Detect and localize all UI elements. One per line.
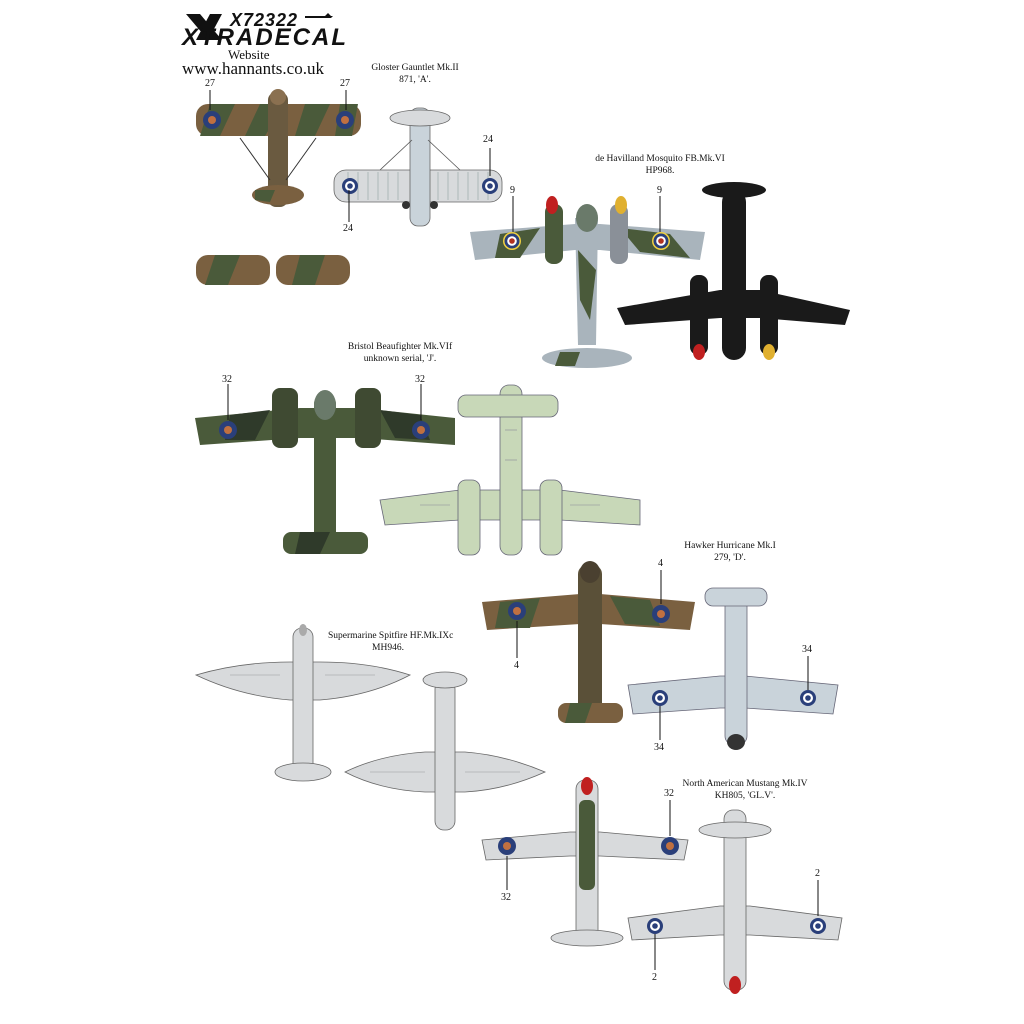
gauntlet-lower-wing-parts [196, 255, 350, 285]
marker-hurricane-4-bottom: 4 [514, 660, 519, 671]
marker-gauntlet-24-top: 24 [483, 134, 493, 145]
logo-plane-icon [305, 13, 333, 18]
caption-beaufighter-name: Bristol Beaufighter Mk.VIf [347, 342, 453, 352]
hurricane-under-view [627, 587, 839, 750]
marker-hurricane-4-top: 4 [658, 558, 663, 569]
caption-gauntlet: Gloster Gauntlet Mk.II 871, 'A'. [370, 62, 460, 86]
marker-mosquito-9-right: 9 [657, 185, 662, 196]
beaufighter-under-view [379, 384, 641, 556]
marker-mustang-2-bottom: 2 [652, 972, 657, 983]
caption-spitfire-name: Supermarine Spitfire HF.Mk.IXc [328, 631, 454, 641]
product-code: X72322 [230, 10, 299, 30]
marker-mosquito-9-left: 9 [510, 185, 515, 196]
caption-gauntlet-name: Gloster Gauntlet Mk.II [371, 63, 459, 73]
marker-gauntlet-27-left: 27 [205, 78, 215, 89]
mosquito-under-view [617, 182, 850, 360]
caption-beaufighter-detail: unknown serial, 'J'. [363, 354, 437, 364]
hurricane-top-view [482, 561, 695, 723]
caption-mustang-name: North American Mustang Mk.IV [682, 779, 808, 789]
marker-mustang-2-top: 2 [815, 868, 820, 879]
caption-hurricane: Hawker Hurricane Mk.I 279, 'D'. [680, 540, 780, 564]
brand-logo-text: XTRADECAL [182, 24, 348, 51]
gauntlet-under-view [333, 107, 503, 227]
spitfire-top-view [194, 624, 412, 782]
caption-beaufighter: Bristol Beaufighter Mk.VIf unknown seria… [340, 341, 460, 365]
caption-mosquito: de Havilland Mosquito FB.Mk.VI HP968. [590, 153, 730, 177]
caption-mosquito-detail: HP968. [645, 166, 675, 176]
marker-beaufighter-32-right: 32 [415, 374, 425, 385]
mosquito-top-view [470, 196, 705, 368]
beaufighter-top-view [195, 388, 455, 554]
spitfire-under-view [344, 671, 546, 831]
mustang-under-view [627, 809, 843, 994]
gauntlet-top-view [196, 89, 361, 207]
caption-gauntlet-detail: 871, 'A'. [399, 75, 431, 85]
mustang-top-view [481, 777, 689, 947]
marker-gauntlet-24-bottom: 24 [343, 223, 353, 234]
marker-hurricane-34-bottom: 34 [654, 742, 664, 753]
caption-hurricane-name: Hawker Hurricane Mk.I [684, 541, 776, 551]
website-url[interactable]: www.hannants.co.uk [182, 59, 324, 78]
caption-spitfire: Supermarine Spitfire HF.Mk.IXc MH946. [328, 630, 454, 654]
marker-gauntlet-27-right: 27 [340, 78, 350, 89]
marker-mustang-32-bottom: 32 [501, 892, 511, 903]
marker-mustang-32-top: 32 [664, 788, 674, 799]
marker-hurricane-34-top: 34 [802, 644, 812, 655]
caption-mustang: North American Mustang Mk.IV KH805, 'GL.… [680, 778, 810, 802]
caption-mustang-detail: KH805, 'GL.V'. [714, 791, 776, 801]
caption-hurricane-detail: 279, 'D'. [714, 553, 746, 563]
caption-spitfire-detail: MH946. [372, 643, 404, 653]
marker-beaufighter-32-left: 32 [222, 374, 232, 385]
logo-x-icon [186, 14, 222, 40]
website-label: Website [228, 47, 270, 62]
caption-mosquito-name: de Havilland Mosquito FB.Mk.VI [595, 154, 725, 164]
